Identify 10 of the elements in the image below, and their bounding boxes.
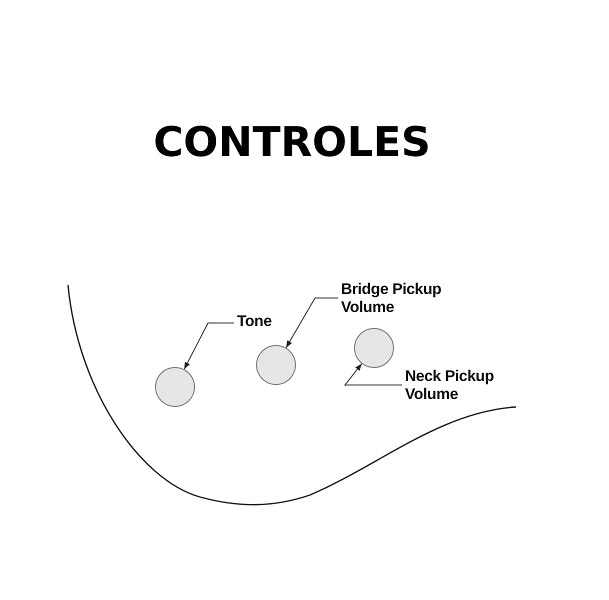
control-label: Neck Pickup Volume — [405, 368, 495, 404]
leader-line — [184, 322, 234, 370]
control-knob — [256, 345, 296, 385]
control-knob — [354, 328, 394, 368]
control-label: Bridge Pickup Volume — [341, 281, 442, 317]
control-label: Tone — [237, 313, 273, 331]
leader-line — [344, 363, 402, 386]
control-knob — [155, 367, 195, 407]
leader-line — [286, 298, 338, 348]
title: CONTROLES — [152, 118, 432, 166]
